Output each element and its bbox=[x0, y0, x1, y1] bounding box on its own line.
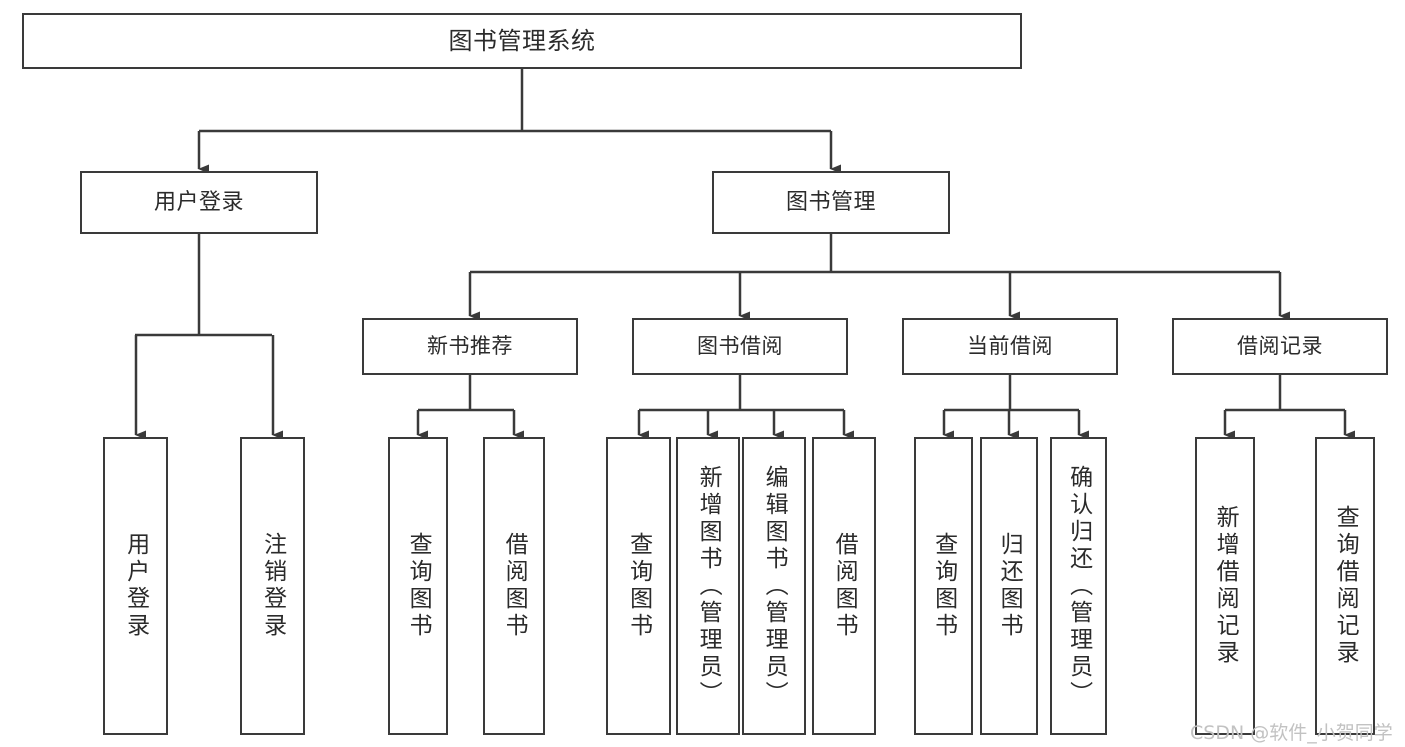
node-leaf-query-book-3[interactable]: 查询图书 bbox=[914, 437, 973, 735]
node-book-borrow[interactable]: 图书借阅 bbox=[632, 318, 848, 375]
node-leaf-user-logout[interactable]: 注销登录 bbox=[240, 437, 305, 735]
node-label: 图书借阅 bbox=[697, 334, 783, 358]
node-label: 注销登录 bbox=[259, 532, 286, 640]
connector-lines bbox=[134, 69, 1355, 440]
node-label: 图书管理系统 bbox=[448, 27, 596, 55]
node-root-system[interactable]: 图书管理系统 bbox=[22, 13, 1022, 69]
node-leaf-borrow-book-1[interactable]: 借阅图书 bbox=[483, 437, 545, 735]
node-leaf-confirm-return[interactable]: 确认归还（管理员） bbox=[1050, 437, 1107, 735]
node-label: 借阅图书 bbox=[501, 532, 528, 640]
node-label: 编辑图书（管理员） bbox=[761, 464, 788, 708]
node-new-book-recommend[interactable]: 新书推荐 bbox=[362, 318, 578, 375]
node-label: 查询借阅记录 bbox=[1332, 505, 1359, 667]
node-label: 用户登录 bbox=[122, 532, 149, 640]
node-label: 查询图书 bbox=[405, 532, 432, 640]
node-leaf-edit-book[interactable]: 编辑图书（管理员） bbox=[742, 437, 806, 735]
node-label: 新增图书（管理员） bbox=[695, 464, 722, 708]
node-current-borrow[interactable]: 当前借阅 bbox=[902, 318, 1118, 375]
node-label: 查询图书 bbox=[930, 532, 957, 640]
node-label: 新书推荐 bbox=[427, 334, 513, 358]
node-book-manage[interactable]: 图书管理 bbox=[712, 171, 950, 234]
node-leaf-query-record[interactable]: 查询借阅记录 bbox=[1315, 437, 1375, 735]
node-label: 图书管理 bbox=[785, 189, 876, 215]
node-leaf-return-book[interactable]: 归还图书 bbox=[980, 437, 1038, 735]
node-user-login[interactable]: 用户登录 bbox=[80, 171, 318, 234]
node-leaf-add-book[interactable]: 新增图书（管理员） bbox=[676, 437, 740, 735]
node-leaf-query-book-2[interactable]: 查询图书 bbox=[606, 437, 671, 735]
node-label: 查询图书 bbox=[625, 532, 652, 640]
node-leaf-user-login[interactable]: 用户登录 bbox=[103, 437, 168, 735]
node-leaf-query-book-1[interactable]: 查询图书 bbox=[388, 437, 448, 735]
node-label: 新增借阅记录 bbox=[1212, 505, 1239, 667]
node-label: 用户登录 bbox=[153, 189, 244, 215]
node-label: 确认归还（管理员） bbox=[1065, 464, 1092, 708]
node-label: 借阅记录 bbox=[1237, 334, 1323, 358]
node-leaf-add-record[interactable]: 新增借阅记录 bbox=[1195, 437, 1255, 735]
node-borrow-record[interactable]: 借阅记录 bbox=[1172, 318, 1388, 375]
watermark-text: CSDN @软件_小贺同学 bbox=[1190, 722, 1393, 744]
node-label: 归还图书 bbox=[996, 532, 1023, 640]
node-label: 借阅图书 bbox=[831, 532, 858, 640]
node-leaf-borrow-book-2[interactable]: 借阅图书 bbox=[812, 437, 876, 735]
node-label: 当前借阅 bbox=[967, 334, 1053, 358]
